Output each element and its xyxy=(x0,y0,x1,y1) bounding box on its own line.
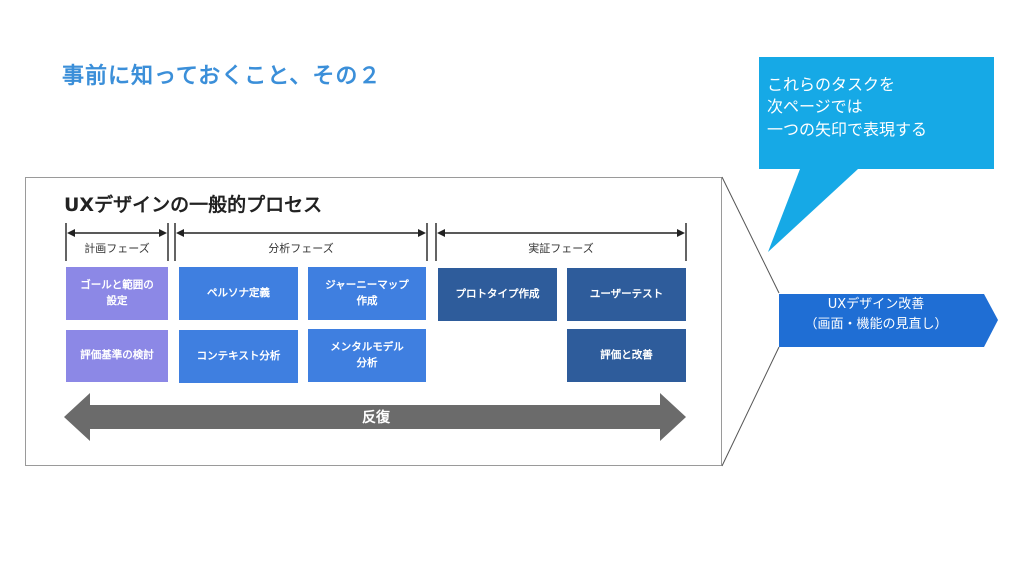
zoom-line-top xyxy=(721,176,780,294)
task-context-analysis: コンテキスト分析 xyxy=(179,330,298,383)
task-prototype: プロトタイプ作成 xyxy=(438,268,557,321)
task-persona: ペルソナ定義 xyxy=(179,267,298,320)
phase-label-plan: 計画フェーズ xyxy=(81,240,153,256)
task-evaluation-criteria: 評価基準の検討 xyxy=(66,330,168,382)
improvement-arrow xyxy=(779,294,998,347)
slide-title: 事前に知っておくこと、その２ xyxy=(62,64,382,89)
phase-label-verify: 実証フェーズ xyxy=(525,240,597,256)
phase-brackets xyxy=(65,223,687,261)
task-mental-model: メンタルモデル 分析 xyxy=(308,329,426,382)
speech-callout xyxy=(759,57,994,252)
iteration-label: 反復 xyxy=(362,410,390,426)
task-user-test: ユーザーテスト xyxy=(567,268,686,321)
task-evaluation-improvement: 評価と改善 xyxy=(567,329,686,382)
improvement-text: UXデザイン改善 （画面・機能の見直し） xyxy=(804,297,948,333)
diagram-title: UXデザインの一般的プロセス xyxy=(64,194,323,216)
iteration-double-arrow xyxy=(64,393,686,441)
task-goal-scope: ゴールと範囲の 設定 xyxy=(66,267,168,320)
callout-text: これらのタスクを 次ページでは 一つの矢印で表現する xyxy=(767,75,928,139)
task-journey-map: ジャーニーマップ 作成 xyxy=(308,267,426,320)
phase-label-analysis: 分析フェーズ xyxy=(265,240,337,256)
zoom-line-bottom xyxy=(721,346,780,467)
